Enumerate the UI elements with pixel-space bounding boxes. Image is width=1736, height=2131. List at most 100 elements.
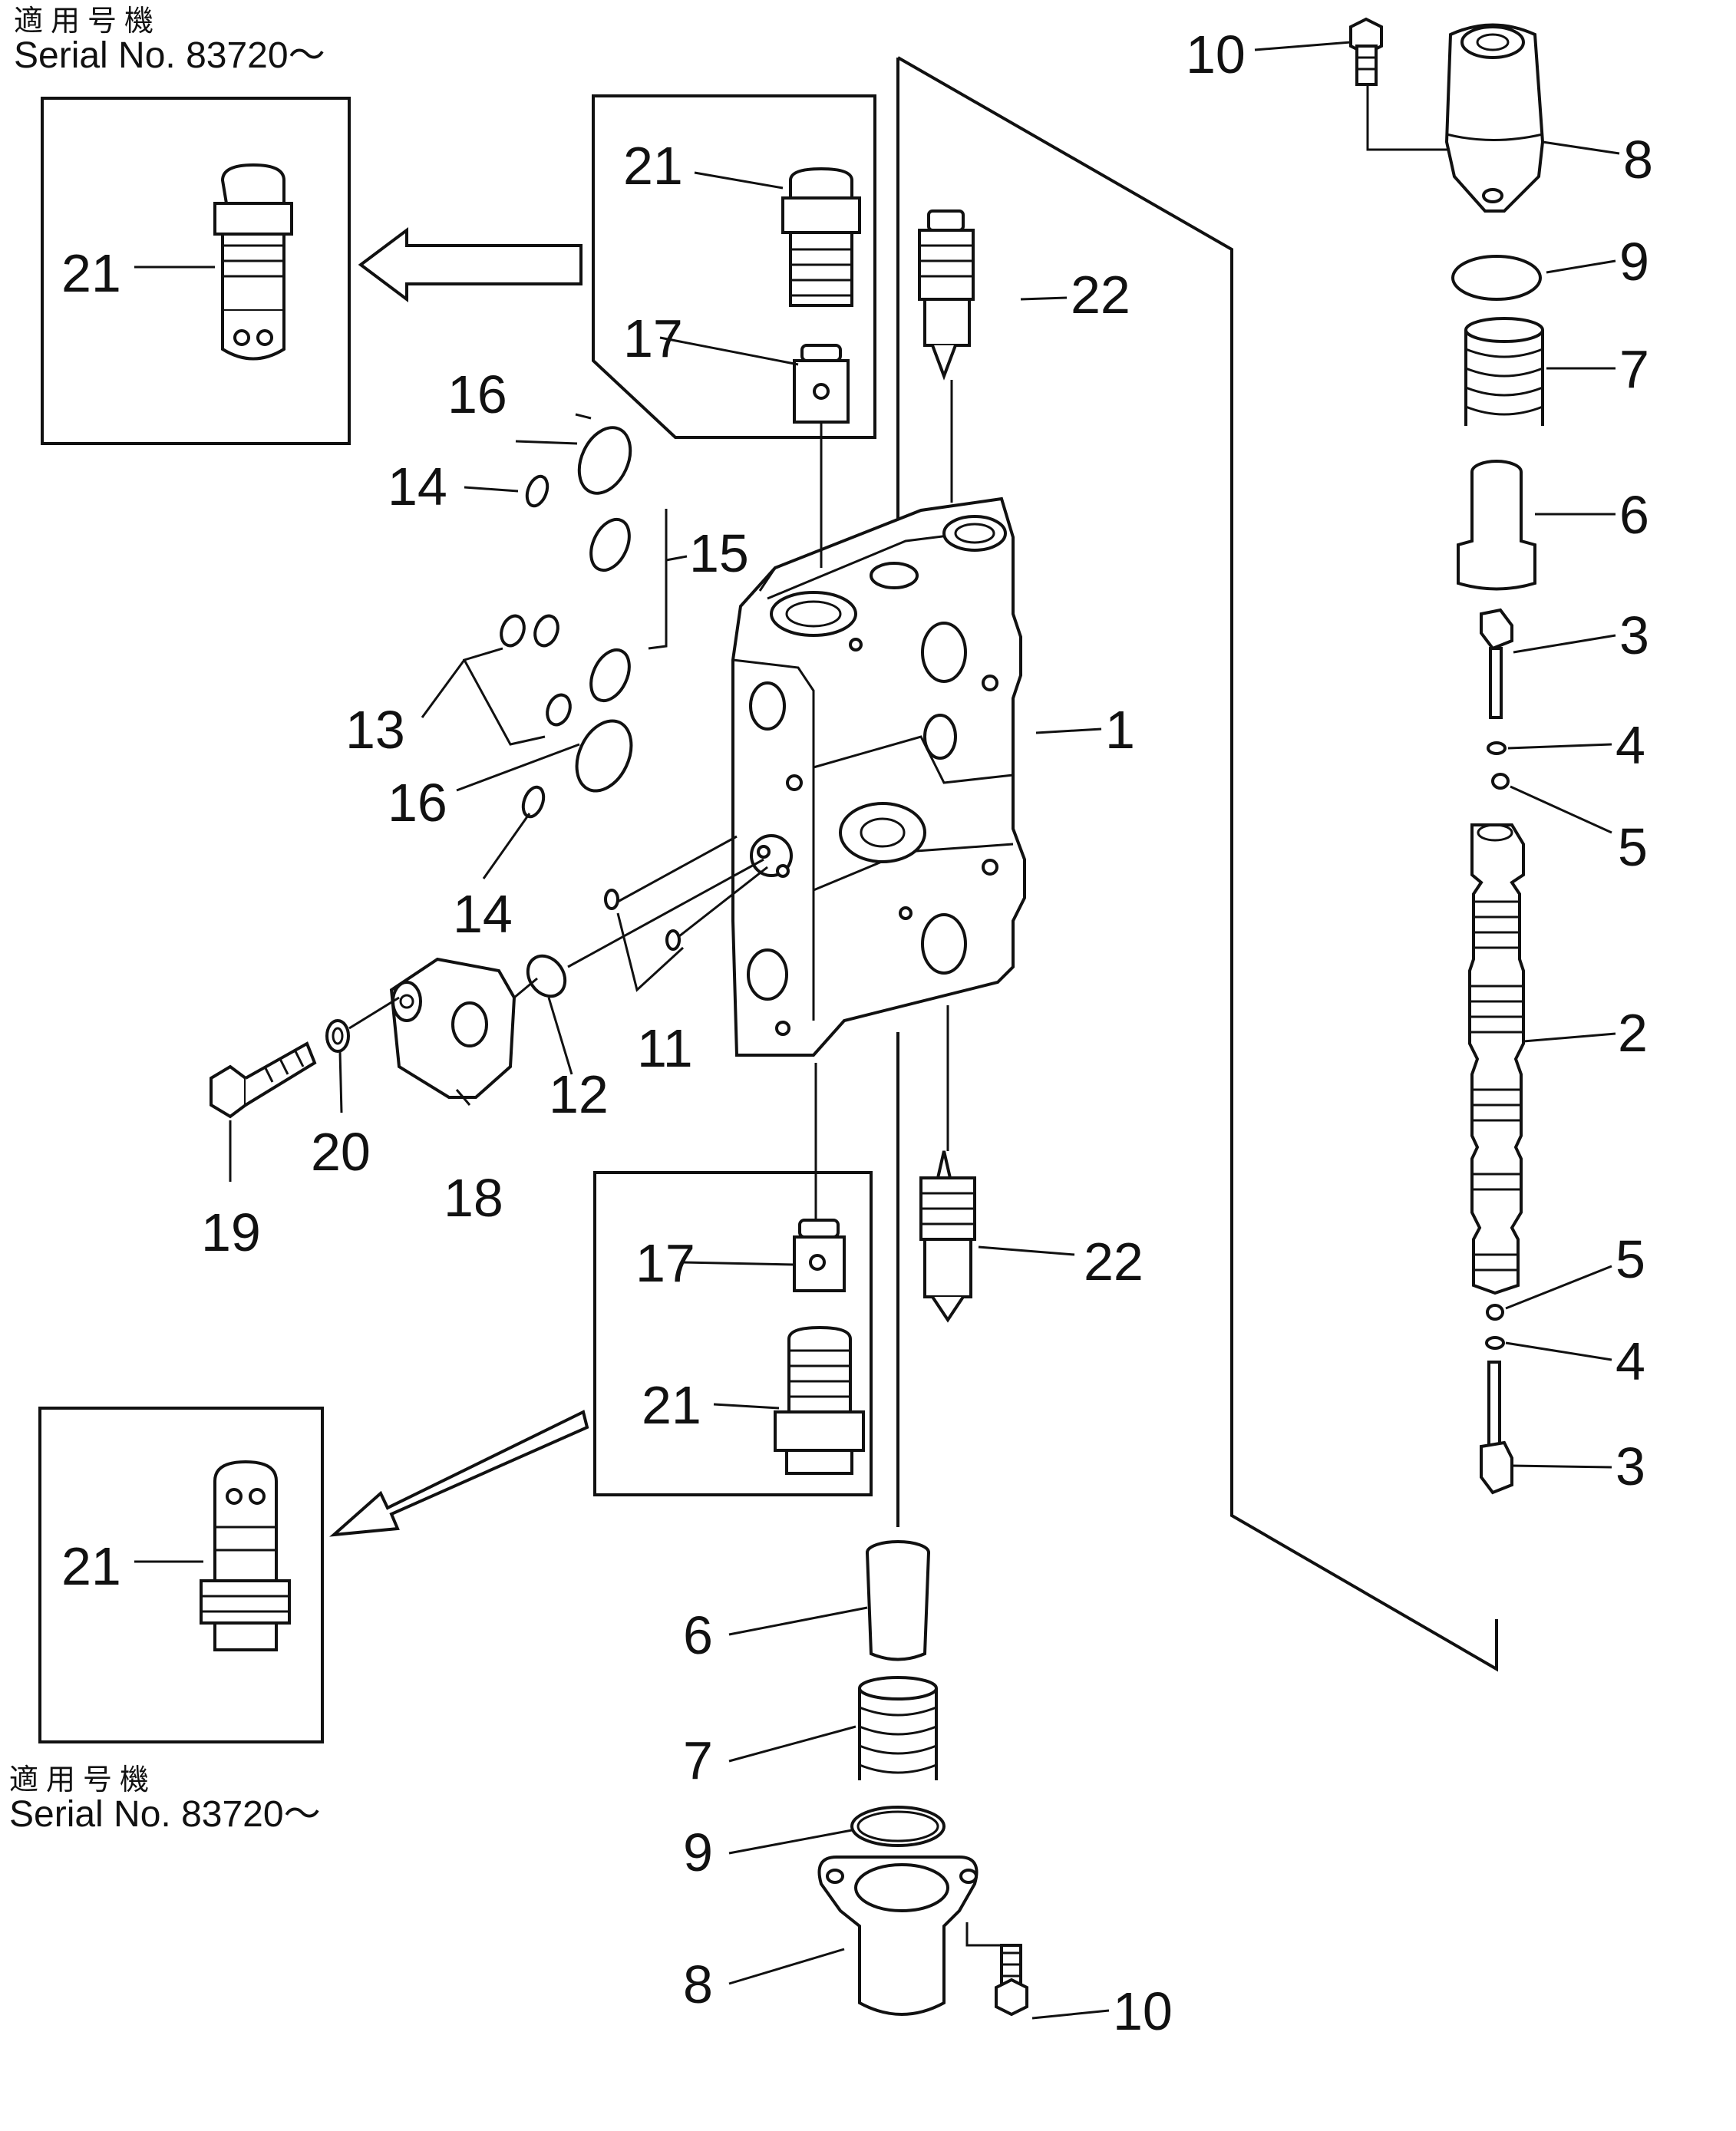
inset-box-top-center — [592, 94, 876, 439]
relief-valve-21-alt-bottom — [200, 1460, 291, 1651]
o-ring-9-top — [1451, 255, 1542, 301]
o-ring-9-bottom — [850, 1806, 946, 1847]
o-ring-16-top — [577, 426, 632, 495]
spring-cap-8-top — [1444, 23, 1545, 213]
leader-washer-to-plate — [348, 996, 400, 1030]
label-6: 6 — [683, 1605, 713, 1665]
o-ring-13c — [546, 693, 572, 727]
label-17: 17 — [635, 1233, 695, 1293]
label-11: 11 — [637, 1018, 693, 1078]
label-2: 2 — [1618, 1003, 1648, 1063]
bolt-19 — [210, 1041, 317, 1119]
spring-7-top — [1464, 317, 1544, 426]
inset-box-top-left — [41, 97, 351, 445]
label-22: 22 — [1071, 265, 1130, 325]
spool-2 — [1468, 823, 1525, 1295]
label-9: 9 — [683, 1823, 713, 1882]
spring-retainer-6-bottom — [866, 1540, 930, 1661]
o-ring-5-bottom — [1486, 1304, 1504, 1321]
label-21: 21 — [61, 1536, 121, 1596]
serial-note-top: 適用号機 Serial No. 83720～ — [14, 4, 325, 76]
o-ring-15a — [589, 517, 631, 572]
label-7: 7 — [1619, 339, 1649, 399]
label-15: 15 — [689, 523, 749, 583]
leader-plate-to-12 — [513, 977, 538, 999]
relief-valve-21-top — [781, 167, 861, 307]
o-ring-14-top — [525, 474, 550, 508]
label-17: 17 — [623, 308, 683, 368]
spring-retainer-6-top — [1457, 460, 1536, 591]
label-14: 14 — [388, 457, 447, 516]
label-19: 19 — [201, 1202, 261, 1262]
label-4: 4 — [1616, 715, 1645, 775]
o-ring-4-top — [1487, 741, 1507, 755]
label-16: 16 — [388, 773, 447, 833]
label-16: 16 — [447, 365, 507, 424]
label-8: 8 — [1623, 130, 1653, 190]
o-ring-4-bottom — [1485, 1336, 1505, 1350]
label-18: 18 — [444, 1168, 503, 1228]
o-ring-16-bottom — [575, 719, 633, 793]
leaders-11-12 — [567, 835, 768, 968]
valve-body-part — [731, 496, 1026, 1057]
label-9: 9 — [1619, 232, 1649, 292]
bolt-10-top — [1349, 17, 1383, 86]
inset-box-bottom-left — [38, 1407, 324, 1743]
check-valve-17-bottom — [793, 1219, 846, 1292]
relief-valve-21-alt-top — [213, 163, 293, 361]
safety-valve-22-top — [918, 209, 975, 381]
o-ring-13a — [500, 614, 526, 648]
bracket-15 — [648, 509, 668, 650]
relief-valve-21-bottom — [774, 1325, 865, 1475]
stopper-3-bottom — [1480, 1361, 1513, 1495]
leader-cap-to-bolt — [965, 1922, 1012, 1947]
o-ring-15b — [589, 648, 631, 703]
o-ring-11a — [604, 889, 619, 910]
label-4: 4 — [1616, 1331, 1645, 1391]
serial-number-label: Serial No. 83720～ — [14, 35, 325, 76]
label-8: 8 — [683, 1955, 713, 2014]
bracket-11 — [616, 912, 685, 992]
label-10: 10 — [1186, 25, 1246, 84]
label-5: 5 — [1616, 1229, 1645, 1289]
label-20: 20 — [311, 1122, 371, 1182]
label-10: 10 — [1113, 1981, 1173, 2041]
label-leaders — [134, 41, 1620, 2020]
label-21: 21 — [61, 243, 121, 303]
o-ring-12 — [526, 954, 567, 998]
bracket-13 — [462, 647, 546, 746]
serial-note-bottom: 適用号機 Serial No. 83720～ — [9, 1763, 321, 1835]
spring-7-bottom — [858, 1676, 938, 1780]
o-ring-5-top — [1491, 773, 1510, 790]
o-ring-13b — [533, 614, 559, 648]
label-3: 3 — [1616, 1437, 1645, 1496]
label-21: 21 — [623, 136, 683, 196]
washer-20 — [325, 1019, 350, 1053]
label-6: 6 — [1619, 485, 1649, 545]
serial-number-label: Serial No. 83720～ — [9, 1793, 321, 1835]
bolt-10-bottom — [995, 1944, 1028, 2017]
label-3: 3 — [1619, 605, 1649, 665]
safety-valve-22-bottom — [919, 1150, 976, 1323]
label-21: 21 — [642, 1375, 701, 1435]
applicable-machines-label: 適用号機 — [14, 4, 162, 38]
spring-cap-8-bottom — [817, 1856, 979, 2016]
label-5: 5 — [1618, 817, 1648, 877]
arrow-to-bottom-left-inset — [329, 1410, 589, 1537]
label-12: 12 — [549, 1064, 609, 1124]
arrow-to-top-left-inset — [358, 227, 583, 302]
label-22: 22 — [1084, 1232, 1144, 1291]
label-7: 7 — [683, 1730, 713, 1790]
stopper-3-top — [1480, 608, 1513, 719]
inset-box-bottom-center — [593, 1171, 873, 1496]
label-13: 13 — [345, 700, 405, 760]
o-ring-11b — [665, 929, 681, 951]
callout-labels: 21 21 17 22 16 14 15 13 16 14 1 11 12 20… — [61, 25, 1653, 2041]
cover-plate-18 — [389, 957, 517, 1099]
label-14: 14 — [453, 884, 513, 944]
label-1: 1 — [1105, 700, 1135, 760]
o-ring-14-bottom — [521, 785, 546, 819]
spool-assembly-outline — [897, 56, 1498, 1672]
applicable-machines-label: 適用号機 — [9, 1763, 157, 1796]
